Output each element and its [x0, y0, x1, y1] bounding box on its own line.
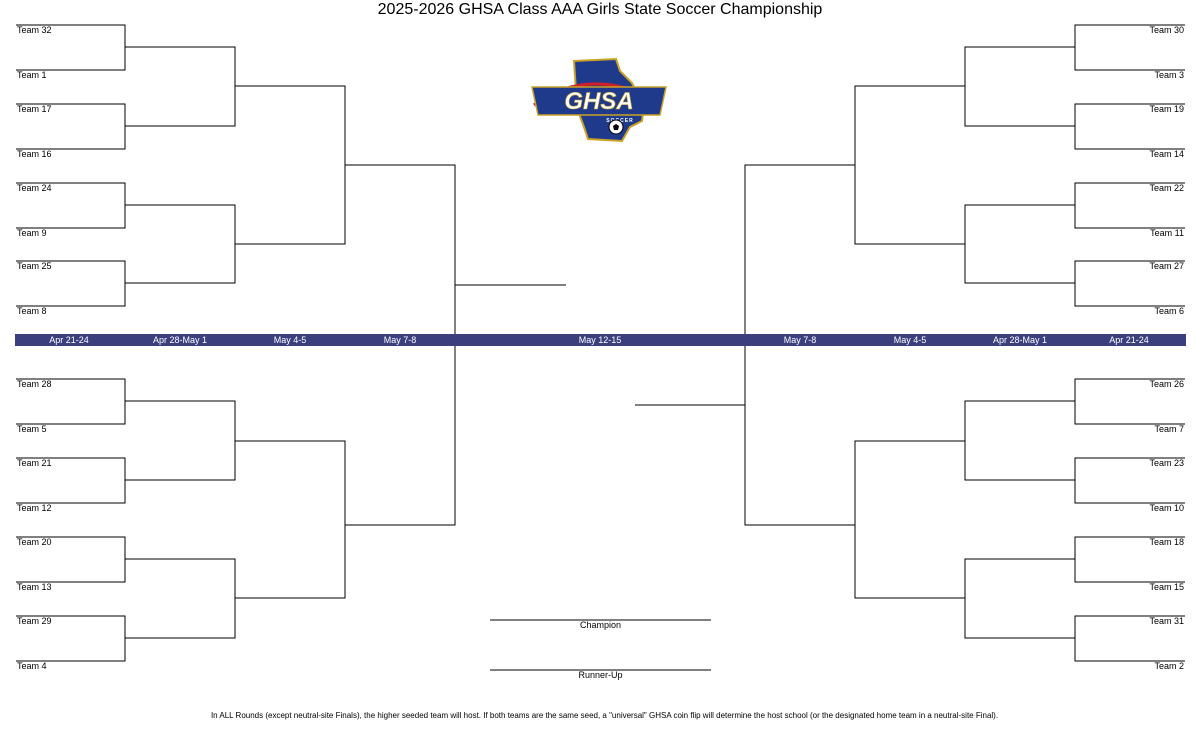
team-slot: Team 25 [17, 261, 52, 271]
team-slot: Team 23 [1149, 458, 1184, 468]
bracket-line [964, 204, 1075, 284]
footnote: In ALL Rounds (except neutral-site Final… [210, 711, 999, 720]
bracket-line [235, 85, 346, 245]
bracket-line [125, 400, 236, 481]
bracket-line [235, 440, 346, 599]
team-slot: Team 13 [17, 582, 52, 592]
bracket-line [964, 46, 1075, 127]
round-date: Apr 28-May 1 [152, 335, 208, 345]
team-slot: Team 19 [1149, 104, 1184, 114]
round-dates-bar: Apr 21-24 Apr 28-May 1 May 4-5 May 7-8 M… [15, 334, 1186, 346]
team-slot: Team 20 [17, 537, 52, 547]
team-slot: Team 2 [1154, 661, 1184, 671]
team-slot: Team 5 [17, 424, 47, 434]
round-date: May 7-8 [783, 335, 817, 345]
team-slot: Team 1 [17, 70, 47, 80]
team-slot: Team 16 [17, 149, 52, 159]
round-date: May 4-5 [273, 335, 307, 345]
logo-text: GHSA [564, 88, 633, 115]
champion-label: Champion [579, 620, 622, 630]
team-slot: Team 8 [17, 306, 47, 316]
team-slot: Team 31 [1149, 616, 1184, 626]
soccer-ball-icon [608, 119, 624, 135]
round-date: May 4-5 [893, 335, 927, 345]
team-slot: Team 27 [1149, 261, 1184, 271]
ghsa-soccer-logo: GHSA SOCCER [531, 57, 667, 143]
team-slot: Team 28 [17, 379, 52, 389]
team-slot: Team 15 [1149, 582, 1184, 592]
team-slot: Team 11 [1150, 228, 1184, 238]
team-slot: Team 22 [1149, 183, 1184, 193]
bracket-line [125, 558, 236, 639]
team-slot: Team 10 [1149, 503, 1184, 513]
team-slot: Team 12 [17, 503, 52, 513]
team-slot: Team 6 [1154, 306, 1184, 316]
team-slot: Team 26 [1149, 379, 1184, 389]
bracket-line [125, 46, 236, 127]
team-slot: Team 32 [17, 25, 52, 35]
team-slot: Team 24 [17, 183, 52, 193]
page-title: 2025-2026 GHSA Class AAA Girls State Soc… [377, 1, 823, 18]
round-date: Apr 28-May 1 [992, 335, 1048, 345]
runner-up-label: Runner-Up [578, 670, 623, 680]
team-slot: Team 14 [1149, 149, 1184, 159]
team-slot: Team 4 [17, 661, 47, 671]
bracket-line [964, 558, 1075, 639]
bracket-line [964, 400, 1075, 481]
team-slot: Team 29 [17, 616, 52, 626]
bracket-line [125, 204, 236, 284]
team-slot: Team 21 [17, 458, 52, 468]
bracket-line [854, 85, 965, 245]
team-slot: Team 18 [1149, 537, 1184, 547]
team-slot: Team 7 [1154, 424, 1184, 434]
round-date: May 12-15 [578, 335, 622, 345]
team-slot: Team 9 [17, 228, 47, 238]
team-slot: Team 3 [1154, 70, 1184, 80]
team-slot: Team 30 [1149, 25, 1184, 35]
round-date: Apr 21-24 [1109, 335, 1149, 345]
bracket-line [854, 440, 965, 599]
round-date: Apr 21-24 [49, 335, 89, 345]
round-date: May 7-8 [383, 335, 417, 345]
team-slot: Team 17 [17, 104, 52, 114]
